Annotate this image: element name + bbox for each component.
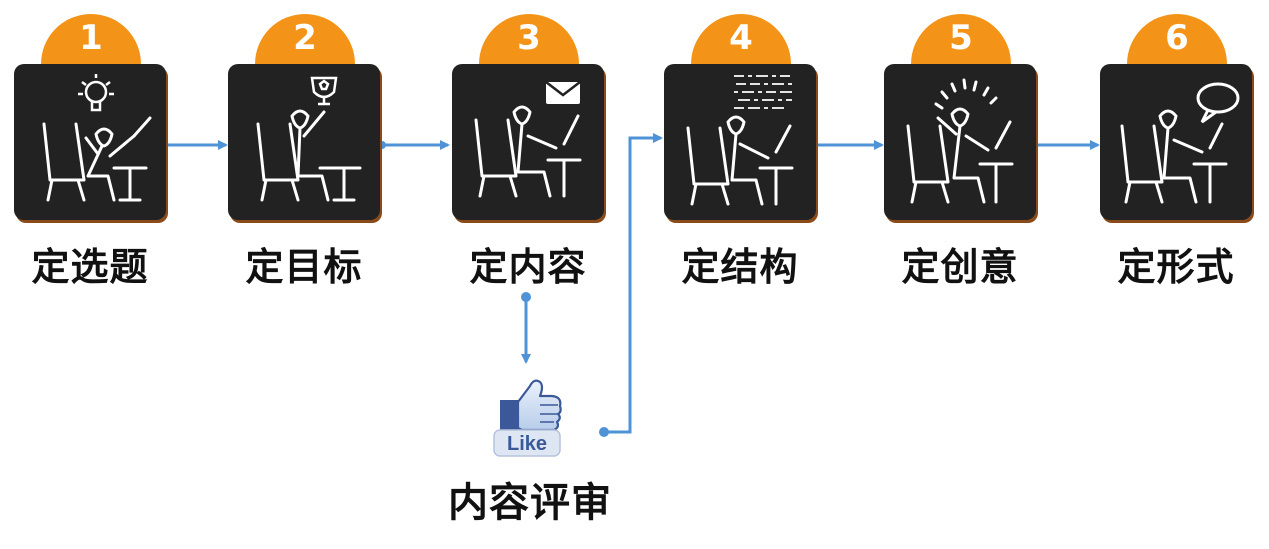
step-5: 5 <box>884 0 1036 220</box>
step-card <box>228 64 380 220</box>
lightbulb-icon <box>78 74 114 112</box>
step-4-label: 定结构 <box>681 245 799 289</box>
step-4: 4 <box>664 0 816 220</box>
step-number: 2 <box>293 18 317 58</box>
thumbs-up-like-icon: Like <box>493 379 562 457</box>
step-5-label: 定创意 <box>901 245 1019 289</box>
step-number: 4 <box>729 18 753 58</box>
review-label: 内容评审 <box>448 480 612 526</box>
step-1-label: 定选题 <box>31 245 149 289</box>
step-card <box>664 64 816 220</box>
step-1: 1 <box>14 0 166 220</box>
arrow-2-to-3-start-dot <box>378 141 386 149</box>
step-3-label: 定内容 <box>469 245 587 289</box>
businessman-at-desk-icon <box>686 75 794 206</box>
speech-bubble-icon <box>1196 82 1240 124</box>
envelope-icon <box>545 81 581 104</box>
step-number: 3 <box>517 18 541 58</box>
step-6: 6 <box>1100 0 1252 220</box>
step-card <box>452 64 604 220</box>
step-number: 1 <box>79 18 103 58</box>
businessman-at-desk-icon <box>474 81 582 198</box>
step-card <box>1100 64 1252 220</box>
step-number: 6 <box>1165 18 1189 58</box>
step-6-label: 定形式 <box>1117 245 1235 289</box>
step-card <box>14 64 166 220</box>
step-number: 5 <box>949 18 973 58</box>
businessman-at-desk-icon <box>906 78 1014 204</box>
binary-code-icon <box>734 75 792 109</box>
idea-burst-icon <box>934 78 998 110</box>
step-2-label: 定目标 <box>245 245 363 289</box>
like-badge-text: Like <box>507 433 547 455</box>
arrow-review-to-4 <box>604 133 663 434</box>
businessman-at-desk-icon <box>1120 82 1240 204</box>
trophy-icon <box>310 76 338 106</box>
step-card <box>884 64 1036 220</box>
step-3: 3 <box>452 0 604 220</box>
businessman-at-desk-icon <box>42 74 152 202</box>
step-2: 2 <box>228 0 380 220</box>
businessman-at-desk-icon <box>256 76 362 202</box>
